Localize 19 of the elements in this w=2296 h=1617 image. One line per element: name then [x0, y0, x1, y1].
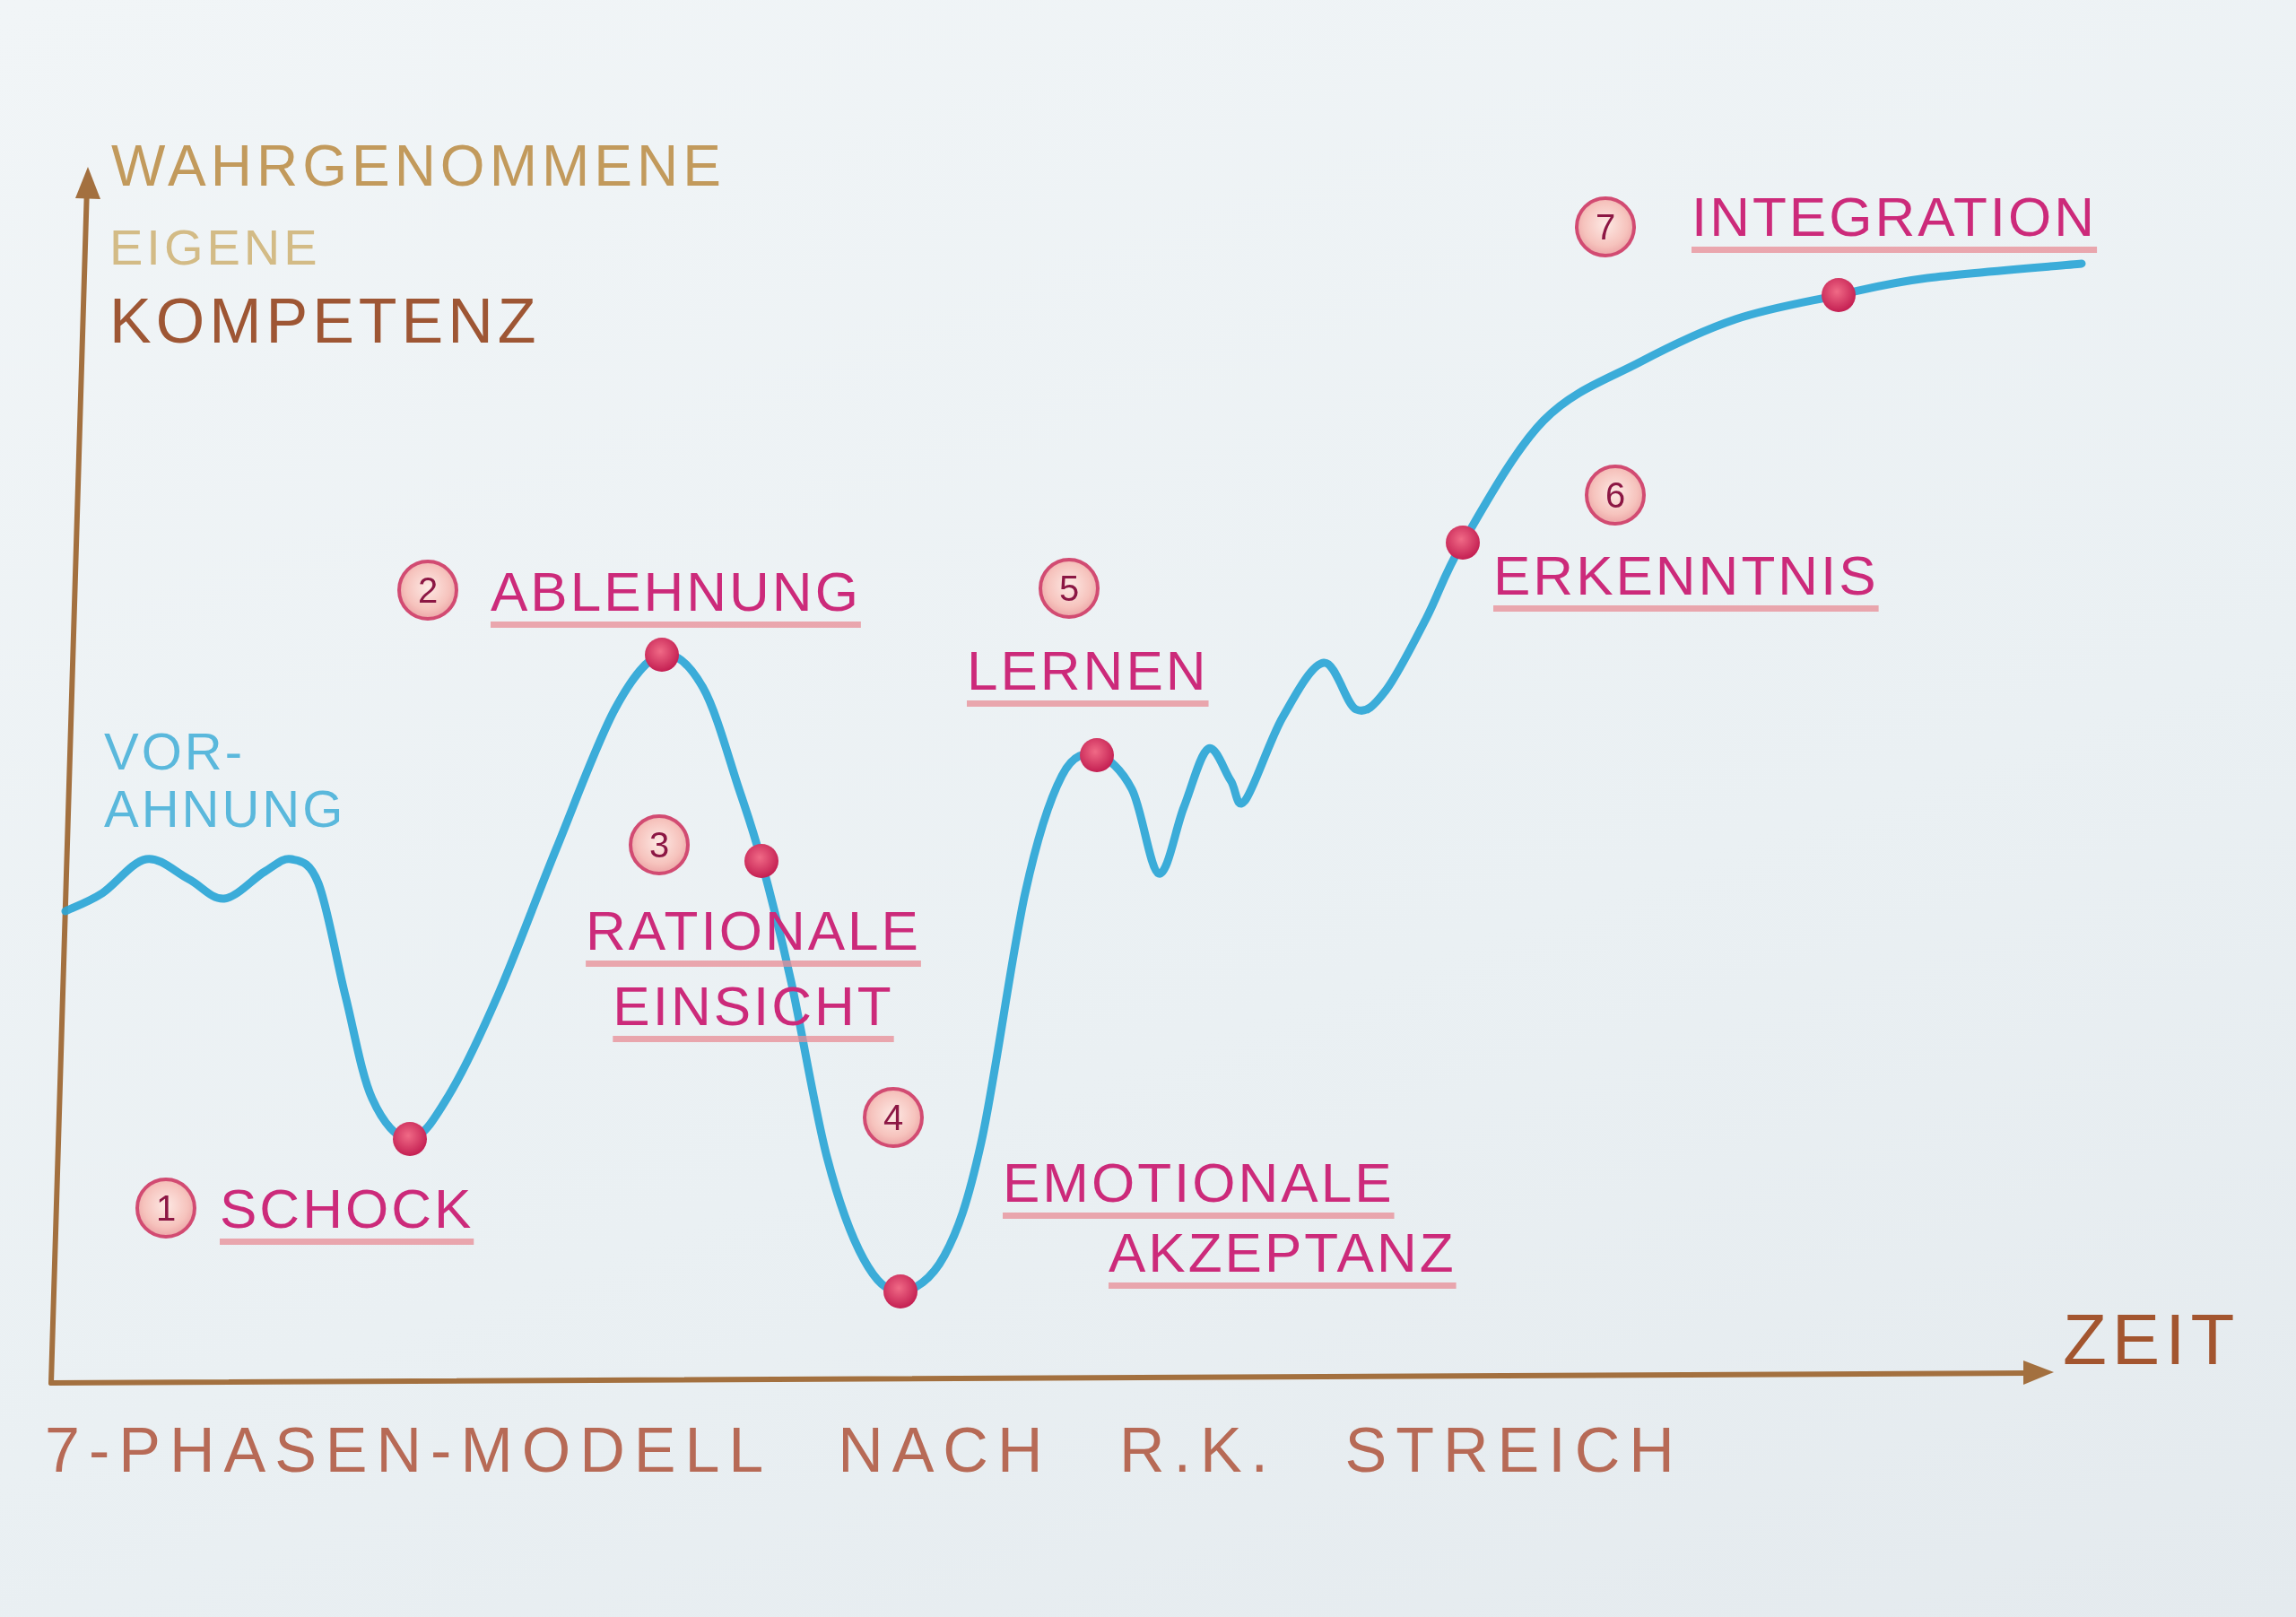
phase-number: 3 — [629, 814, 690, 875]
phase-label: EMOTIONALE AKZEPTANZ — [1003, 1151, 1457, 1285]
phase-number: 4 — [863, 1087, 924, 1148]
phase-number: 2 — [397, 560, 458, 621]
phase-label: INTEGRATION — [1692, 185, 2098, 249]
phase-label: SCHOCK — [220, 1177, 474, 1241]
phase-number: 5 — [1039, 558, 1100, 619]
phase-number: 7 — [1575, 196, 1636, 257]
axis-label: ZEIT — [2063, 1300, 2240, 1379]
curve-label: VOR- AHNUNG — [104, 723, 346, 838]
axis-label: EIGENE — [109, 220, 321, 275]
phase-number: 6 — [1585, 465, 1646, 526]
axis-label: KOMPETENZ — [109, 287, 541, 356]
phase-label: ABLEHNUNG — [491, 560, 861, 624]
axis-label: WAHRGENOMMENE — [111, 135, 726, 198]
caption: 7-PHASEN-MODELL NACH R.K. STREICH — [45, 1414, 1683, 1487]
phase-label: ERKENNTNIS — [1493, 543, 1879, 608]
phase-label: LERNEN — [967, 639, 1209, 703]
phase-number: 1 — [135, 1178, 196, 1239]
